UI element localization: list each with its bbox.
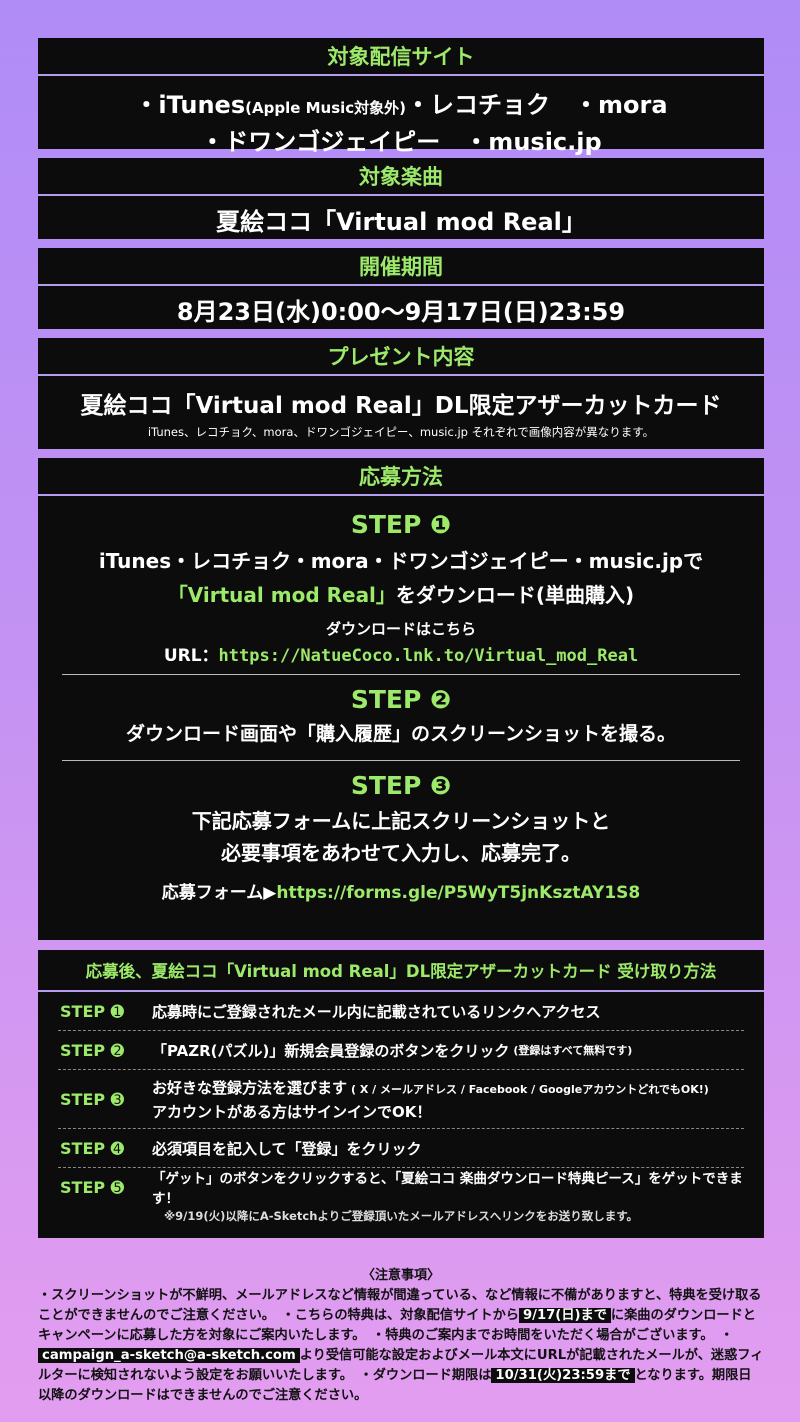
receive-heading: 応募後、夏絵ココ「Virtual mod Real」DL限定アザーカットカード … xyxy=(38,950,764,992)
present-note: iTunes、レコチョク、mora、ドワンゴジェイピー、music.jp それぞ… xyxy=(147,425,655,439)
receive-step-row: STEP ➎ 「ゲット」のボタンをクリックすると、「夏絵ココ 楽曲ダウンロード特… xyxy=(60,1171,743,1207)
form-url-link[interactable]: https://forms.gle/P5WyT5jnKsztAY1S8 xyxy=(276,883,641,903)
step1-label: STEP ❶ xyxy=(350,510,452,539)
download-caption: ダウンロードはこちら xyxy=(325,620,476,638)
divider xyxy=(62,760,740,761)
deadline-highlight: 9/17(日)まで xyxy=(518,1308,611,1323)
receive-step-row: STEP ➌ お好きな登録方法を選びます( X / メールアドレス / Face… xyxy=(60,1078,709,1121)
step3-label: STEP ❸ xyxy=(350,771,452,800)
download-deadline-highlight: 10/31(火)23:59まで xyxy=(491,1368,635,1383)
form-url-row: 応募フォーム▶https://forms.gle/P5WyT5jnKsztAY1… xyxy=(161,883,641,903)
present-panel: プレゼント内容 夏絵ココ「Virtual mod Real」DL限定アザーカット… xyxy=(38,338,764,449)
notes-section: 〈注意事項〉 ・スクリーンショットが不鮮明、メールアドレスなど情報が間違っている… xyxy=(38,1266,764,1406)
step3-line1: 下記応募フォームに上記スクリーンショットと xyxy=(191,809,611,833)
song-heading: 対象楽曲 xyxy=(38,158,764,196)
notes-body: ・スクリーンショットが不鮮明、メールアドレスなど情報が間違っている、など情報に不… xyxy=(38,1288,764,1403)
sites-line1: ・iTunes(Apple Music対象外)・レコチョク ・mora xyxy=(134,91,668,119)
sites-line2: ・ドワンゴジェイピー ・music.jp xyxy=(200,128,602,156)
receive-step-row: STEP ➋ 「PAZR(パズル)」新規会員登録のボタンをクリック (登録はすべ… xyxy=(60,1040,633,1060)
download-url-link[interactable]: https://NatueCoco.lnk.to/Virtual_mod_Rea… xyxy=(218,646,639,666)
step3-line2: 必要事項をあわせて入力し、応募完了。 xyxy=(221,841,581,865)
period-panel: 開催期間 8月23日(水)0:00～9月17日(日)23:59 xyxy=(38,248,764,329)
song-panel: 対象楽曲 夏絵ココ「Virtual mod Real」 xyxy=(38,158,764,239)
sites-panel: 対象配信サイト ・iTunes(Apple Music対象外)・レコチョク ・m… xyxy=(38,38,764,156)
notes-heading: 〈注意事項〉 xyxy=(361,1268,440,1283)
apply-panel: 応募方法 STEP ❶ iTunes・レコチョク・mora・ドワンゴジェイピー・… xyxy=(38,458,764,940)
receive-footnote: ※9/19(火)以降にA-Sketchよりご登録頂いたメールアドレスへリンクをお… xyxy=(163,1209,639,1223)
receive-step-row: STEP ➊ 応募時にご登録されたメール内に記載されているリンクへアクセス xyxy=(60,1001,601,1021)
receive-panel: 応募後、夏絵ココ「Virtual mod Real」DL限定アザーカットカード … xyxy=(38,950,764,1238)
download-url-row: URL：https://NatueCoco.lnk.to/Virtual_mod… xyxy=(163,646,639,666)
step2-text: ダウンロード画面や「購入履歴」のスクリーンショットを撮る。 xyxy=(125,723,677,745)
present-title: 夏絵ココ「Virtual mod Real」DL限定アザーカットカード xyxy=(80,393,722,419)
sites-heading: 対象配信サイト xyxy=(38,38,764,76)
apply-heading: 応募方法 xyxy=(38,458,764,496)
step2-label: STEP ❷ xyxy=(350,685,452,714)
step1-line2: 「Virtual mod Real」をダウンロード(単曲購入) xyxy=(167,583,635,607)
period-heading: 開催期間 xyxy=(38,248,764,286)
song-title: 夏絵ココ「Virtual mod Real」 xyxy=(216,208,586,236)
step1-line1: iTunes・レコチョク・mora・ドワンゴジェイピー・music.jpで xyxy=(98,549,704,573)
email-highlight[interactable]: campaign_a-sketch@a-sketch.com xyxy=(38,1348,300,1363)
divider xyxy=(62,674,740,675)
present-heading: プレゼント内容 xyxy=(38,338,764,376)
receive-step-row: STEP ➍ 必須項目を記入して「登録」をクリック xyxy=(60,1138,422,1158)
period-text: 8月23日(水)0:00～9月17日(日)23:59 xyxy=(176,298,626,326)
